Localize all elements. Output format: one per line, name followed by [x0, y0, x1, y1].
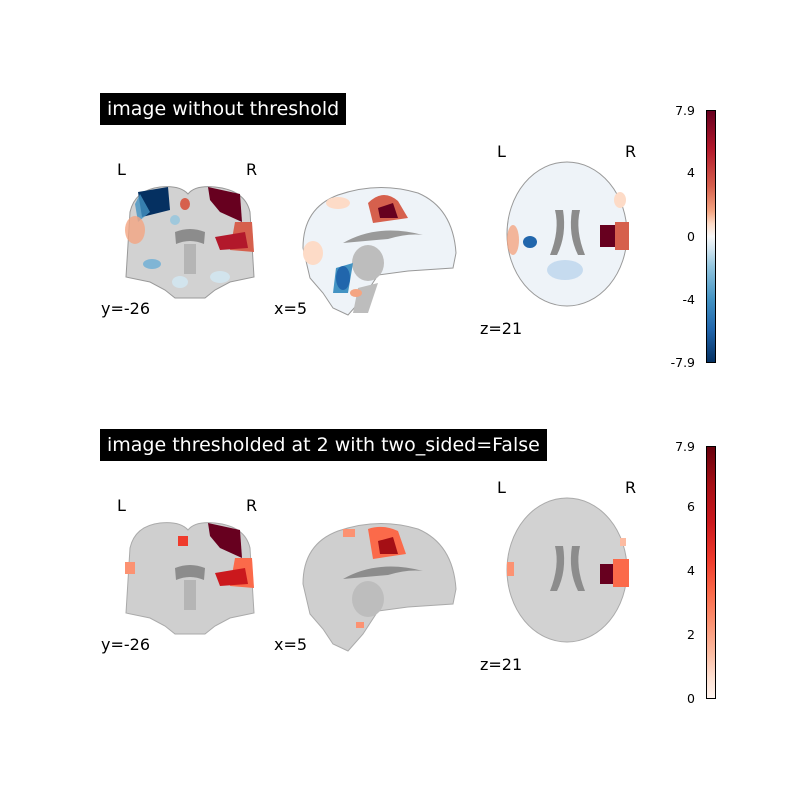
panel-2-coronal-right-label: R	[246, 496, 258, 515]
panel-1-colorbar-tick: -4	[682, 292, 695, 307]
panel-2-colorbar-tick: 6	[687, 499, 695, 514]
panel-1-coronal-right-label: R	[246, 160, 258, 179]
panel-2-colorbar-tick: 4	[687, 563, 695, 578]
panel-1-sagittal-brain-slice	[302, 187, 457, 316]
panel-1-colorbar-tick: -7.9	[670, 355, 695, 370]
panel-1-axial-brain-slice	[506, 161, 629, 307]
panel-2-colorbar	[706, 446, 716, 699]
panel-1-sagittal-coord-label: x=5	[274, 299, 308, 318]
panel-2-axial-coord-label: z=21	[480, 655, 523, 674]
panel-1-coronal-coord-label: y=-26	[101, 299, 151, 318]
panel-1-title: image without threshold	[100, 93, 347, 125]
panel-1-coronal-left-label: L	[117, 160, 126, 179]
panel-2-colorbar-tick: 7.9	[675, 439, 695, 454]
panel-2-axial-right-label: R	[625, 478, 637, 497]
panel-2-colorbar-tick: 0	[687, 691, 695, 706]
panel-2-title: image thresholded at 2 with two_sided=Fa…	[100, 429, 547, 461]
panel-1-coronal-brain-slice	[125, 186, 255, 299]
panel-1-colorbar-tick: 7.9	[675, 103, 695, 118]
panel-2-coronal-brain-slice	[125, 522, 255, 635]
panel-2-sagittal-brain-slice	[302, 523, 457, 652]
panel-1-axial-left-label: L	[497, 142, 506, 161]
panel-1-colorbar	[706, 110, 716, 363]
panel-1-colorbar-tick: 0	[687, 229, 695, 244]
panel-2-sagittal-coord-label: x=5	[274, 635, 308, 654]
panel-2-axial-left-label: L	[497, 478, 506, 497]
panel-2-coronal-left-label: L	[117, 496, 126, 515]
panel-2-coronal-coord-label: y=-26	[101, 635, 151, 654]
panel-2-axial-brain-slice	[506, 497, 629, 643]
panel-1-colorbar-tick: 4	[687, 165, 695, 180]
panel-2-colorbar-tick: 2	[687, 627, 695, 642]
panel-1-axial-coord-label: z=21	[480, 319, 523, 338]
panel-1-axial-right-label: R	[625, 142, 637, 161]
